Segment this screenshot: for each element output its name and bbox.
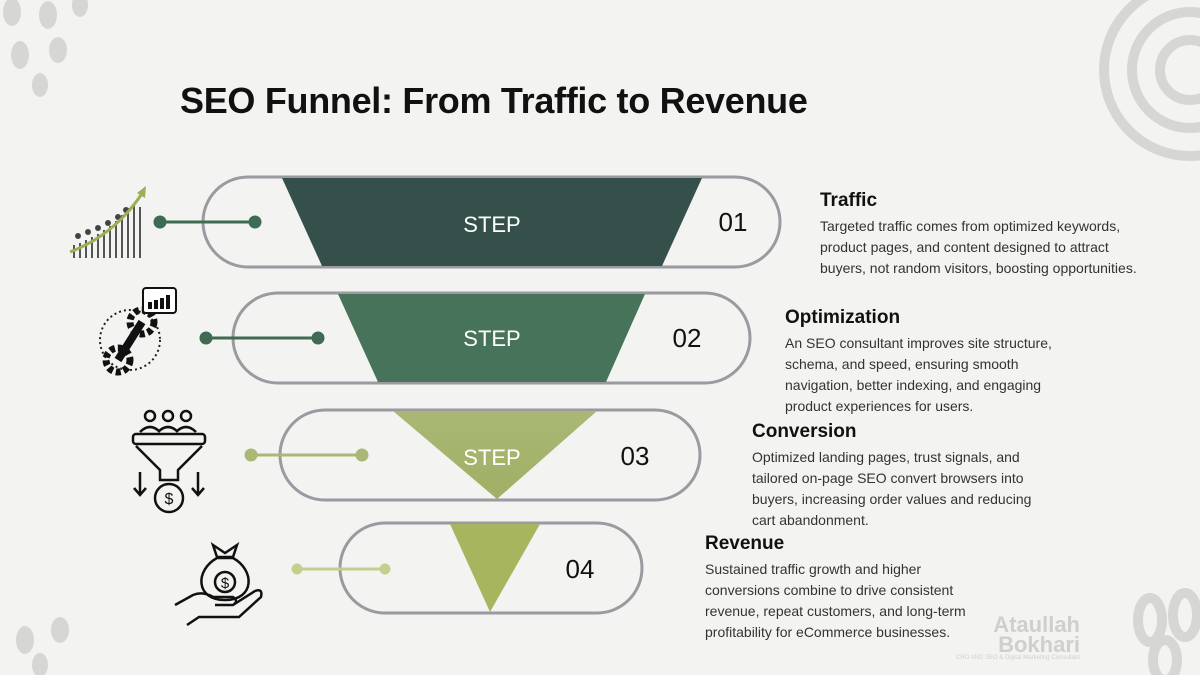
money-bag-hand-icon: $	[174, 541, 263, 627]
step-4-description: Sustained traffic growth and higher conv…	[705, 561, 966, 640]
connector-4	[291, 563, 391, 575]
step-4-number: 04	[566, 554, 595, 584]
step-3-label: STEP	[463, 445, 520, 470]
step-1-number: 01	[719, 207, 748, 237]
step-1-title: Traffic	[820, 190, 878, 211]
step-3-text: Conversion Optimized landing pages, trus…	[752, 421, 1057, 531]
step-2-description: An SEO consultant improves site structur…	[785, 335, 1052, 414]
step-3-number: 03	[621, 441, 650, 471]
step-2-label: STEP	[463, 326, 520, 351]
step-4-text: Revenue Sustained traffic growth and hig…	[705, 533, 995, 643]
gear-wrench-chart-icon	[99, 287, 177, 376]
step-2-title: Optimization	[785, 307, 901, 328]
step-2-text: Optimization An SEO consultant improves …	[785, 307, 1085, 417]
funnel-segment-4	[450, 524, 540, 612]
step-3-description: Optimized landing pages, trust signals, …	[752, 449, 1032, 528]
funnel-segment-3	[393, 411, 597, 499]
people-funnel-dollar-icon: $	[131, 409, 207, 514]
connector-3	[244, 448, 369, 462]
svg-text:$: $	[221, 575, 230, 592]
step-4-title: Revenue	[705, 533, 785, 554]
step-1-text: Traffic Targeted traffic comes from opti…	[820, 190, 1140, 279]
svg-text:$: $	[165, 491, 174, 508]
watermark-logo: Ataullah Bokhari CRO AND SEO & Digital M…	[955, 612, 1080, 662]
step-2-number: 02	[673, 323, 702, 353]
decorative-arcs	[1099, 0, 1200, 675]
step-1-label: STEP	[463, 212, 520, 237]
funnel-segment-2	[338, 294, 645, 382]
growth-chart-people-icon	[69, 186, 146, 258]
connector-2	[199, 331, 325, 345]
connector-1	[153, 215, 262, 229]
funnel-segment-1	[282, 178, 702, 266]
decorative-dots	[3, 0, 88, 675]
step-1-description: Targeted traffic comes from optimized ke…	[820, 218, 1137, 276]
step-3-title: Conversion	[752, 421, 857, 442]
page-title: SEO Funnel: From Traffic to Revenue	[180, 80, 808, 121]
